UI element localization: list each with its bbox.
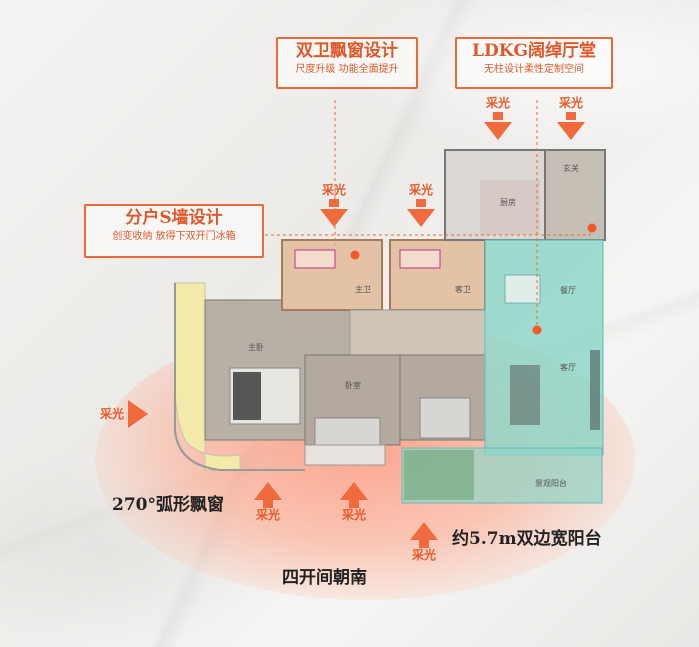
light-label: 采光 [100, 407, 125, 421]
light-arrow-left: 采光 [100, 400, 170, 428]
callout-ldkg: LDKG阔绰厅堂 无柱设计柔性定制空间 [455, 37, 613, 89]
arrow-stem [493, 112, 503, 120]
bay-window-rim [174, 283, 305, 471]
arrow-stem [416, 199, 426, 207]
light-label: 采光 [558, 96, 583, 110]
hallway [349, 309, 486, 356]
light-label: 采光 [408, 183, 433, 197]
arrow-stem [263, 500, 273, 508]
callout-swall-subtitle: 创变收纳 放得下双开门冰箱 [112, 231, 236, 242]
room-label-master-bed: 主卧 [248, 343, 264, 352]
living-dining-room [484, 239, 604, 456]
callout-bathroom-title: 双卫飘窗设计 [296, 41, 398, 61]
light-label: 采光 [341, 508, 366, 522]
callout-swall: 分户S墙设计 创变收纳 放得下双开门冰箱 [84, 204, 264, 258]
light-arrow-bottom-1: 采光 [252, 480, 284, 522]
arrow-down-icon [320, 209, 348, 227]
bath-fixture-2 [399, 249, 441, 269]
light-arrow-top-1: 采光 [482, 96, 514, 140]
room-label-master-bath: 主卫 [355, 285, 371, 294]
light-label: 采光 [411, 548, 436, 562]
bottom-window [304, 444, 386, 466]
arrow-up-icon [410, 522, 438, 540]
arrow-down-icon [407, 209, 435, 227]
living-sofa [510, 365, 540, 425]
light-label: 采光 [255, 508, 280, 522]
bedroom2-bed [419, 397, 471, 439]
room-label-living: 客厅 [560, 363, 576, 372]
callout-bathroom: 双卫飘窗设计 尺度升级 功能全面提升 [276, 37, 418, 89]
balcony-greenery [404, 450, 474, 500]
room-label-view-balcony: 景观阳台 [535, 479, 567, 488]
arrow-down-icon [557, 122, 585, 140]
callout-bathroom-subtitle: 尺度升级 功能全面提升 [295, 64, 399, 75]
arrow-up-icon [254, 482, 282, 500]
callout-swall-title: 分户S墙设计 [125, 208, 223, 228]
arrow-up-icon [340, 482, 368, 500]
arrow-right-icon [128, 400, 149, 428]
light-arrow-bottom-2: 采光 [338, 480, 370, 522]
light-arrow-top-2: 采光 [555, 96, 587, 140]
arrow-stem [419, 540, 429, 548]
feature-balcony: 约5.7m双边宽阳台 [452, 529, 602, 549]
light-label: 采光 [321, 183, 346, 197]
feature-south: 四开间朝南 [282, 568, 367, 588]
bath-fixture-1 [294, 249, 336, 269]
room-label-entry: 玄关 [563, 164, 579, 173]
room-label-dining: 餐厅 [560, 286, 576, 295]
arrow-stem [566, 112, 576, 120]
master-bed-cover [233, 372, 261, 420]
light-arrow-bath-2: 采光 [405, 183, 437, 227]
marker-dot-3 [587, 223, 597, 233]
light-arrow-bottom-3: 采光 [408, 520, 440, 562]
light-label: 采光 [485, 96, 510, 110]
kitchen-inner [480, 180, 540, 235]
room-label-bedroom: 卧室 [345, 381, 361, 390]
marker-dot-2 [532, 325, 542, 335]
light-arrow-bath-1: 采光 [318, 183, 350, 227]
room-label-guest-bath: 客卫 [455, 285, 471, 294]
dining-table [504, 274, 541, 304]
marker-dot-1 [350, 250, 360, 260]
callout-ldkg-title: LDKG阔绰厅堂 [472, 41, 596, 61]
callout-ldkg-subtitle: 无柱设计柔性定制空间 [484, 64, 584, 75]
arrow-down-icon [484, 122, 512, 140]
arrow-stem [349, 500, 359, 508]
leader-swall [265, 230, 591, 236]
feature-bay-window: 270°弧形飘窗 [112, 495, 224, 515]
arrow-stem [329, 199, 339, 207]
living-tv [590, 350, 600, 430]
room-label-kitchen: 厨房 [500, 198, 516, 207]
